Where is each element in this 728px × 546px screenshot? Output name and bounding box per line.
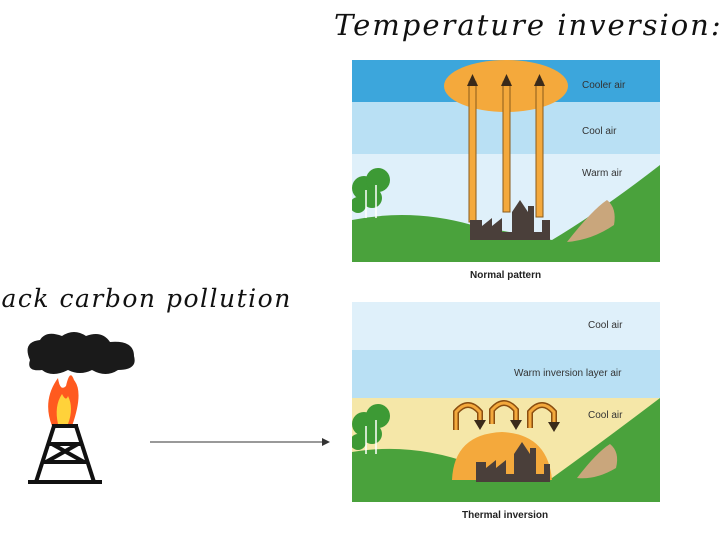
black-smoke-cloud-icon [27,332,135,374]
connector-arrow [150,434,332,454]
trees [352,404,390,450]
pollution-heading: lack carbon pollution [0,284,292,313]
rock-outcrop [577,444,618,479]
thermal-inversion-diagram: Cool air Warm inversion layer air Cool a… [352,302,660,521]
thermal-inversion-caption: Thermal inversion [462,510,549,521]
arrow-right-icon [150,438,330,446]
layer-label-cool-air: Cool air [582,126,617,137]
layer-label-cooler-air: Cooler air [582,80,626,91]
thermal-inversion-illustration [352,302,660,502]
derrick-tower-icon [28,424,102,484]
page-title: Temperature inversion: [334,8,723,42]
upper-cool-air-layer [352,302,660,350]
oil-rig-figure [22,330,138,492]
layer-label-cool-air-top: Cool air [588,320,623,331]
layer-label-warm-inversion: Warm inversion layer air [514,368,622,379]
layer-label-warm-air: Warm air [582,168,623,179]
normal-pattern-caption: Normal pattern [470,270,542,281]
trees [352,168,390,213]
oil-rig-illustration [27,332,135,484]
rock-outcrop [567,200,615,242]
rising-arrowheads [467,74,545,86]
factory-silhouette [470,200,550,240]
factory-silhouette [476,442,550,482]
warm-inversion-layer [352,350,660,398]
normal-pattern-diagram: Cooler air Cool air Warm air Normal patt… [352,60,660,281]
downward-arrowheads [474,420,560,432]
normal-pattern-illustration [352,60,660,262]
layer-label-cool-air-bottom: Cool air [588,410,623,421]
